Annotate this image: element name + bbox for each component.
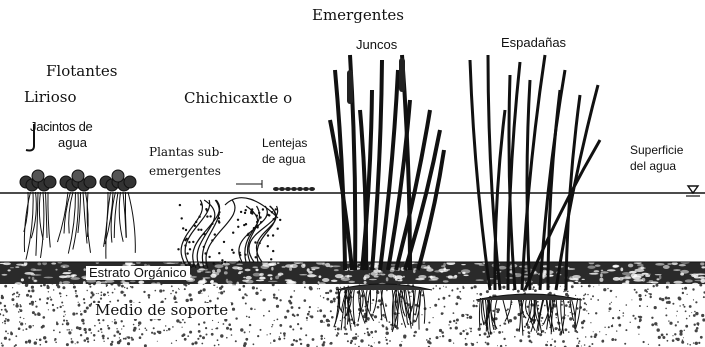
lirioso-label: Lirioso <box>24 90 77 106</box>
estrato-organico-label: Estrato Orgánico <box>86 266 190 280</box>
superficie-label-line2: del agua <box>630 160 676 173</box>
jacintos-label-line2: agua <box>58 136 87 150</box>
lentejas-label-line1: Lentejas <box>262 137 307 150</box>
duckweed-plants <box>236 180 315 191</box>
lentejas-label-line2: de agua <box>262 153 305 166</box>
plantas-sub-label-line1: Plantas sub- <box>149 146 223 159</box>
flotantes-heading: Flotantes <box>46 64 117 80</box>
submerged-plants <box>177 198 281 268</box>
juncos-label: Juncos <box>356 38 397 52</box>
cattail-plants <box>470 55 600 337</box>
superficie-label-line1: Superficie <box>630 144 683 157</box>
chichicaxtle-label: Chichicaxtle o <box>184 91 292 107</box>
espadanas-label: Espadañas <box>501 36 566 50</box>
water-surface-marker-icon <box>688 186 698 193</box>
emergentes-heading: Emergentes <box>312 8 404 24</box>
medio-de-soporte-label: Medio de soporte <box>92 303 231 319</box>
plantas-sub-label-line2: emergentes <box>149 165 221 178</box>
jacintos-label-line1: Jacintos de <box>30 120 92 134</box>
